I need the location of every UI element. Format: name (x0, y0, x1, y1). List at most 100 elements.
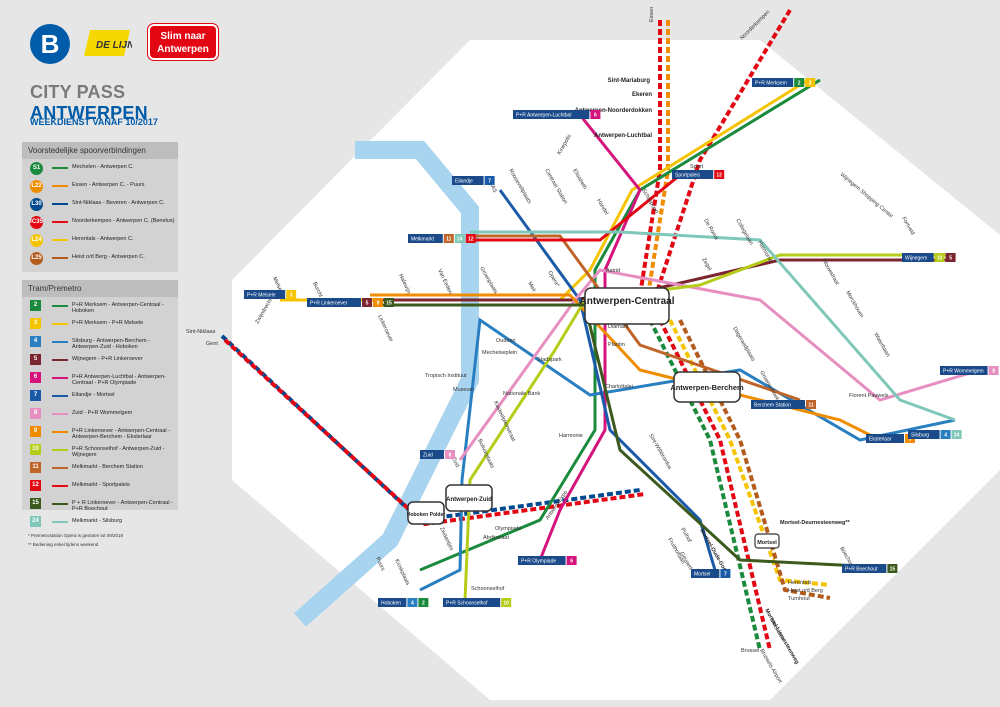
stop-label-turnhout: Turnhout (788, 596, 810, 602)
terminal-box (518, 556, 566, 565)
hoboken-polder-station[interactable]: Hoboken Polder (407, 501, 445, 525)
line-code-box (443, 234, 454, 243)
stop-label-zuid: Zuid (450, 456, 460, 468)
rail-line-north-3 (654, 8, 792, 296)
line-code: 11 (446, 237, 452, 243)
rail-legend-badge: S1 (30, 162, 43, 175)
page-title: CITY PASS ANTWERPEN (30, 82, 230, 124)
tram-legend-text: P+R Antwerpen-Luchtbal - Antwerpen-Centr… (72, 374, 166, 386)
zuid-station[interactable]: Antwerpen-Zuid (445, 484, 493, 512)
tram-legend-text: Silsburg - Antwerpen-Berchem - Antwerpen… (72, 338, 150, 350)
terminal-box (452, 176, 484, 185)
rail-legend-badge: L30 (30, 198, 43, 211)
de-lijn-logo: DE LIJN (84, 30, 132, 56)
zuid-station-label: Antwerpen-Zuid (446, 497, 492, 503)
terminal-box (244, 290, 286, 299)
terminal-box (691, 569, 720, 578)
terminal-box (420, 450, 444, 459)
terminal-name: Wijnegem (905, 256, 927, 262)
stop-label-sint-niklaas: Sint-Niklaas (186, 329, 216, 335)
tram-legend-line-swatch (52, 323, 68, 325)
hoboken-station-label: Hoboken Polder (407, 512, 445, 518)
rail-legend-line-swatch (52, 221, 68, 223)
tram-legend-line-swatch (52, 341, 68, 343)
line-code: 10 (503, 601, 509, 607)
tram-legend-text: Zuid - P+R Wommelgem (72, 410, 133, 416)
rail-legend-badge: L24 (30, 234, 43, 247)
central-station[interactable]: Antwerpen-Centraal (579, 287, 675, 325)
line-code-box (945, 253, 956, 262)
tram-legend-row: 4 Silsburg - Antwerpen-Berchem - Antwerpe… (22, 333, 178, 351)
rail-legend-line-swatch (52, 167, 68, 169)
line-code: 12 (716, 173, 722, 179)
tram-legend-badge: 11 (30, 462, 41, 473)
line-code: 8 (449, 453, 452, 459)
terminal-box (752, 78, 794, 87)
berchem-station[interactable]: Antwerpen-Berchem (670, 371, 744, 403)
line-code-box (362, 298, 372, 307)
line-code-box (794, 78, 805, 87)
rail-legend-line-swatch (52, 239, 68, 241)
stop-label-mas: MAS (487, 180, 498, 194)
title-part-1: CITY PASS (30, 82, 126, 102)
stop-label-museum: Museum (453, 387, 475, 393)
line-code: 24 (457, 237, 463, 243)
stop-label-nationale-bank: Nationale Bank (503, 391, 541, 397)
ekeren-label: Ekeren (632, 92, 652, 98)
terminal-box (751, 400, 805, 409)
line-code: 15 (386, 301, 392, 307)
tram-legend-text: P+R Merksem - Antwerpen-Centraal - Hobok… (72, 302, 164, 314)
terminal-name: P+R Olympiade (521, 559, 556, 565)
tram-line-6 (538, 114, 642, 561)
page-subtitle: WEEKDIENST VANAF 10/2017 (30, 117, 158, 127)
tram-legend-line-swatch (52, 395, 68, 397)
legend-panel: B DE LIJN Slim naar Antwerpen CITY PASS … (0, 0, 230, 707)
tram-legend-text: Eilandje - Mortsel (72, 392, 115, 398)
stop-label-stadspark: Stadspark (537, 357, 562, 363)
terminal-box (443, 598, 501, 607)
stop-label-puurs: Puurs (374, 556, 386, 572)
tram-legend-badge: 4 (30, 336, 41, 347)
tram-legend-line-swatch (52, 467, 68, 469)
stop-label-mechelseplein: Mechelseplein (482, 350, 517, 356)
tram-legend-text: Melkmarkt - Silsburg (72, 518, 123, 524)
rail-line-north-2 (646, 20, 670, 296)
line-code-box (384, 298, 394, 307)
terminal-box (378, 598, 407, 607)
mortsel-station[interactable]: Mortsel (754, 533, 780, 549)
tram-legend-badge: 15 (30, 498, 41, 509)
terminal-name: Silsburg (911, 433, 929, 439)
badge-line-2: Antwerpen (157, 44, 209, 55)
nmbs-logo: B (30, 24, 70, 64)
slim-naar-antwerpen-badge: Slim naar Antwerpen (147, 23, 219, 61)
luchtbal-label: Antwerpen-Luchtbal (594, 133, 652, 139)
tram-legend-badge: 12 (30, 480, 41, 491)
stop-label-oudaan: Oudaan (496, 338, 516, 344)
deurne-label: Mortsel-Deurnesteenweg** (780, 520, 851, 526)
